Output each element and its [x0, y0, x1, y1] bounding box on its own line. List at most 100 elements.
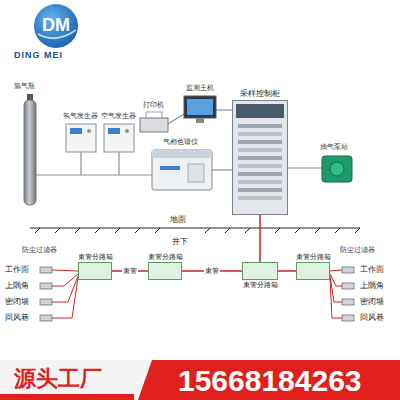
- chromatograph-icon: [188, 164, 204, 182]
- cabinet-panel: [238, 164, 282, 168]
- dust-filter: [342, 283, 354, 289]
- device-label: 氩气瓶: [14, 82, 35, 90]
- gas-generator: [125, 129, 129, 133]
- wire: [118, 152, 119, 175]
- wire: [80, 152, 81, 175]
- chromatograph-icon: [160, 166, 180, 170]
- node-label: 束管分路箱: [296, 253, 331, 261]
- cabinet-panel: [238, 188, 282, 192]
- cabinet-panel: [238, 132, 282, 136]
- dust-filter: [40, 315, 52, 321]
- site-label: 回风巷: [5, 313, 29, 322]
- argon-cylinder: [24, 94, 36, 205]
- dust-filter: [342, 299, 354, 305]
- filter-wire: [52, 276, 78, 302]
- monitor-icon: [196, 118, 204, 123]
- printer-icon: [140, 118, 168, 132]
- cabinet-panel: [238, 172, 282, 176]
- ground-line: [35, 228, 360, 233]
- filter-label: 防尘过滤器: [340, 246, 375, 254]
- logo-subtitle: DING MEI: [14, 50, 63, 60]
- dust-filter: [40, 299, 52, 305]
- cabinet-outline: [232, 100, 288, 215]
- banner: [0, 394, 134, 400]
- cabinet-panel: [238, 140, 282, 144]
- filter-wire: [52, 278, 78, 318]
- device-label: 监测主机: [186, 84, 214, 92]
- monitor-icon: [187, 99, 213, 115]
- filter-wire: [330, 274, 342, 286]
- branch-box: 束管分路箱: [78, 262, 112, 280]
- gas-generator: [66, 124, 96, 152]
- filter-wire: [330, 270, 342, 271]
- node-label: 束管分路箱: [78, 253, 113, 261]
- dust-filter: [342, 267, 354, 273]
- wire: [36, 174, 152, 175]
- device-label: 气相色谱仪: [163, 138, 198, 146]
- printer-icon: [140, 112, 168, 132]
- site-label: 上隅角: [5, 281, 29, 290]
- ground-label: 地面: [170, 215, 186, 224]
- wire: [288, 167, 322, 168]
- device-label: 空气发生器: [101, 112, 136, 120]
- site-label: 回风巷: [360, 313, 384, 322]
- gas-generator: [70, 128, 82, 134]
- pump-icon: [322, 156, 352, 182]
- cabinet-panel: [238, 124, 282, 128]
- chromatograph-icon: [152, 150, 212, 190]
- logo-mark: [34, 4, 78, 48]
- gas-generator: [87, 129, 91, 133]
- edge-label: 束管: [204, 267, 220, 275]
- gas-generator: [66, 124, 134, 152]
- dust-filter: [342, 315, 354, 321]
- cabinet-outline: [233, 101, 288, 215]
- branch-box: 束管分路箱: [148, 262, 182, 280]
- wire: [212, 169, 232, 170]
- gas-generator: [104, 124, 134, 152]
- node-label: 束管分路箱: [148, 253, 183, 261]
- monitor-icon: [184, 96, 216, 118]
- logo-mark: [34, 4, 78, 48]
- edge-label: 束管: [122, 267, 138, 275]
- logo-text: DM: [36, 15, 76, 36]
- cabinet-panel: [238, 148, 282, 152]
- site-label: 上隅角: [360, 281, 384, 290]
- branch-box: 束管分路箱: [242, 262, 278, 280]
- chromatograph-icon: [152, 150, 212, 158]
- cabinet-panel: [238, 180, 282, 184]
- banner: [138, 360, 400, 400]
- site-label: 密闭墙: [360, 297, 384, 306]
- underground-label: 井下: [172, 237, 188, 246]
- banner: [0, 360, 400, 400]
- filter-wire: [330, 278, 342, 318]
- device-label: 抽气泵站: [320, 143, 348, 151]
- ground-line: [30, 228, 360, 233]
- branch-box: 束管分路箱: [296, 262, 330, 280]
- site-label: 工作面: [360, 265, 384, 274]
- site-label: 密闭墙: [5, 297, 29, 306]
- banner-slogan: 源头工厂: [14, 366, 102, 391]
- wire: [168, 114, 184, 124]
- filter-wire: [52, 270, 78, 271]
- filter-label: 防尘过滤器: [22, 246, 57, 254]
- pump-icon: [330, 162, 344, 176]
- chromatograph-icon: [152, 150, 212, 190]
- device-label: 打印机: [143, 101, 164, 109]
- node-label: 束管分路箱: [243, 281, 278, 289]
- filter-wire: [330, 276, 342, 302]
- cabinet-panel: [238, 196, 282, 200]
- site-label: 工作面: [5, 265, 29, 274]
- tube-line: [278, 270, 296, 272]
- cabinet-panel: [236, 104, 284, 118]
- pump-icon: [322, 156, 352, 182]
- control-cabinet: 采样控制柜: [232, 100, 288, 215]
- wire: [216, 109, 232, 110]
- tube-line: [259, 215, 261, 262]
- dust-filter: [40, 283, 52, 289]
- node-label: 采样控制柜: [240, 89, 280, 98]
- argon-cylinder: [24, 100, 36, 205]
- banner: [0, 360, 400, 400]
- gas-generator: [108, 128, 120, 134]
- cabinet-panel: [238, 156, 282, 160]
